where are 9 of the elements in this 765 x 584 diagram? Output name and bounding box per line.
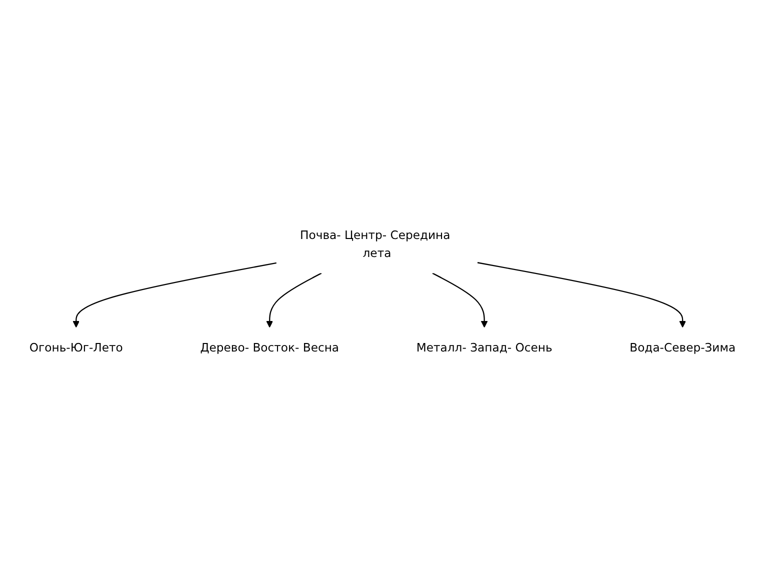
arrow bbox=[266, 273, 322, 328]
node-text: Дерево- Восток- Весна bbox=[200, 340, 340, 355]
node-text: Вода-Север-Зима bbox=[630, 340, 736, 355]
node-text: Огонь-Юг-Лето bbox=[29, 340, 123, 355]
arrow bbox=[477, 262, 686, 328]
arrow bbox=[432, 273, 488, 328]
node-text: Металл- Запад- Осень bbox=[416, 340, 552, 355]
arrow bbox=[72, 262, 277, 328]
node-text: Почва- Центр- Середина лета bbox=[300, 228, 450, 260]
